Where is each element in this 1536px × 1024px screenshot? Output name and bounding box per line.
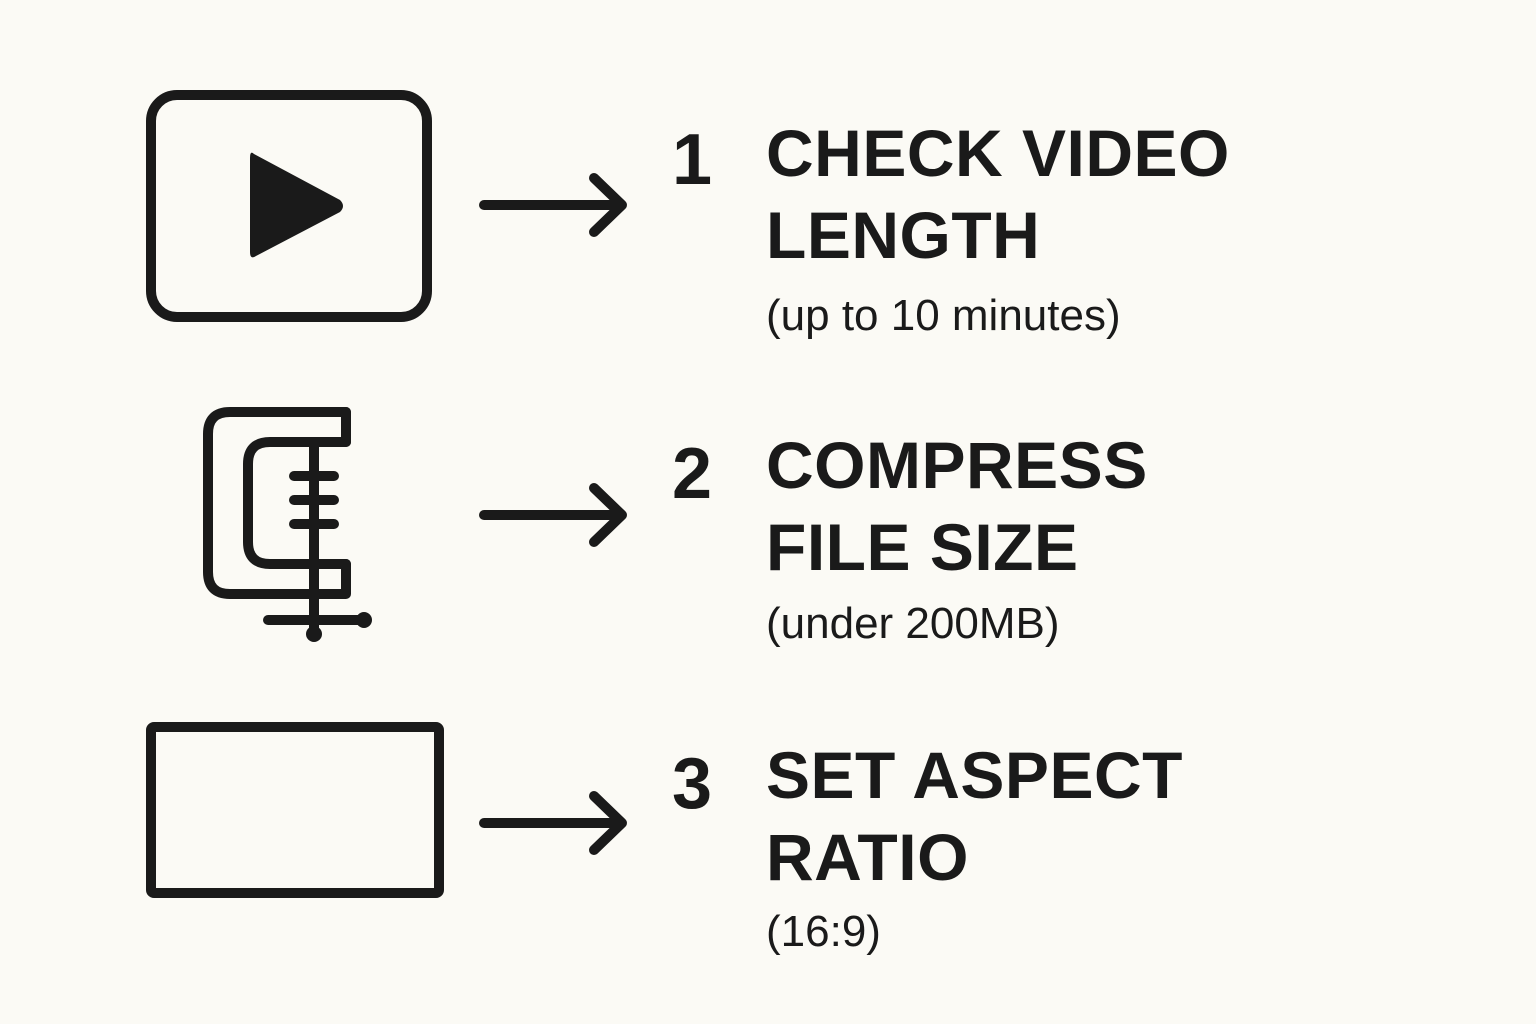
right-arrow-icon (478, 788, 630, 858)
step-number: 1 (672, 120, 712, 200)
step-subtitle: (16:9) (766, 907, 881, 956)
step-title: CHECK VIDEO LENGTH (766, 112, 1486, 276)
step-title-line: LENGTH (766, 198, 1041, 272)
step-title: SET ASPECT RATIO (766, 734, 1486, 898)
right-arrow-icon (478, 480, 630, 550)
step-title-line: CHECK VIDEO (766, 116, 1230, 190)
right-arrow-icon (478, 170, 630, 240)
step-title-line: SET ASPECT (766, 738, 1183, 812)
clamp-icon (200, 402, 380, 642)
step-number: 2 (672, 434, 712, 514)
step-subtitle: (under 200MB) (766, 599, 1060, 648)
widescreen-frame-icon (146, 722, 444, 898)
step-title-line: RATIO (766, 820, 969, 894)
step-title-line: FILE SIZE (766, 510, 1079, 584)
step-number: 3 (672, 744, 712, 824)
video-play-icon (146, 90, 432, 322)
step-subtitle: (up to 10 minutes) (766, 291, 1121, 340)
step-title-line: COMPRESS (766, 428, 1148, 502)
step-title: COMPRESS FILE SIZE (766, 424, 1486, 588)
